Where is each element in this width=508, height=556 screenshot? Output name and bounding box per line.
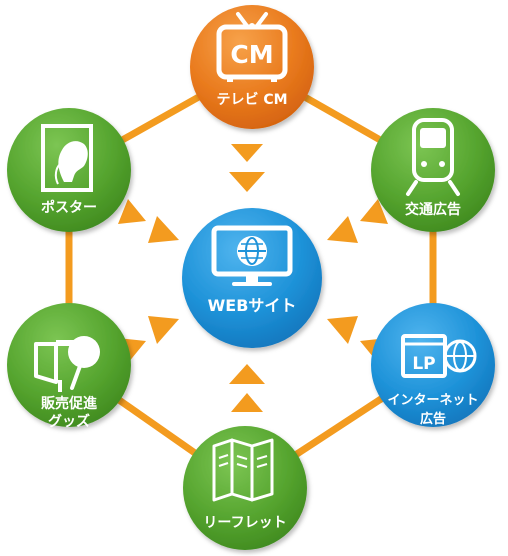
node-internet [371,303,495,427]
node-transit-circle [371,108,495,232]
node-internet-circle [371,303,495,427]
node-internet-label-line2: 広告 [420,411,446,427]
arrow-tv-2 [229,172,265,192]
node-promo [7,303,131,427]
node-transit-label: 交通広告 [405,201,461,218]
monitor-globe-icon [211,225,293,286]
node-poster-label: ポスター [41,199,97,216]
arrow-transit-2 [327,216,358,243]
lp-globe-icon [401,334,477,378]
node-promo-circle [7,303,131,427]
node-web-label: WEBサイト [208,296,297,315]
arrow-promo-2 [148,316,179,344]
node-promo-label-line1: 販売促進 [41,395,97,412]
arrow-tv-1 [231,144,263,162]
leaflet-icon [212,438,274,502]
lp-icon-text: LP [412,354,435,374]
arrow-leaflet-2 [231,393,263,412]
poster-woman-icon [41,124,93,192]
arrow-poster-1 [118,199,146,224]
train-icon [406,118,460,196]
node-tv-cm-label: テレビ CM [216,92,287,108]
tv-icon-text: CM [230,40,273,69]
tv-icon [216,12,288,82]
arrow-leaflet-1 [229,364,265,384]
node-transit [371,108,495,232]
node-leaflet-label: リーフレット [203,515,286,531]
arrow-transit-1 [360,199,388,224]
node-internet-label-line1: インターネット [387,393,478,408]
arrow-internet-2 [327,316,358,344]
arrows [118,144,388,412]
arrow-poster-2 [148,216,179,243]
node-promo-label-line2: グッズ [48,413,90,430]
fan-flag-icon [34,336,100,392]
